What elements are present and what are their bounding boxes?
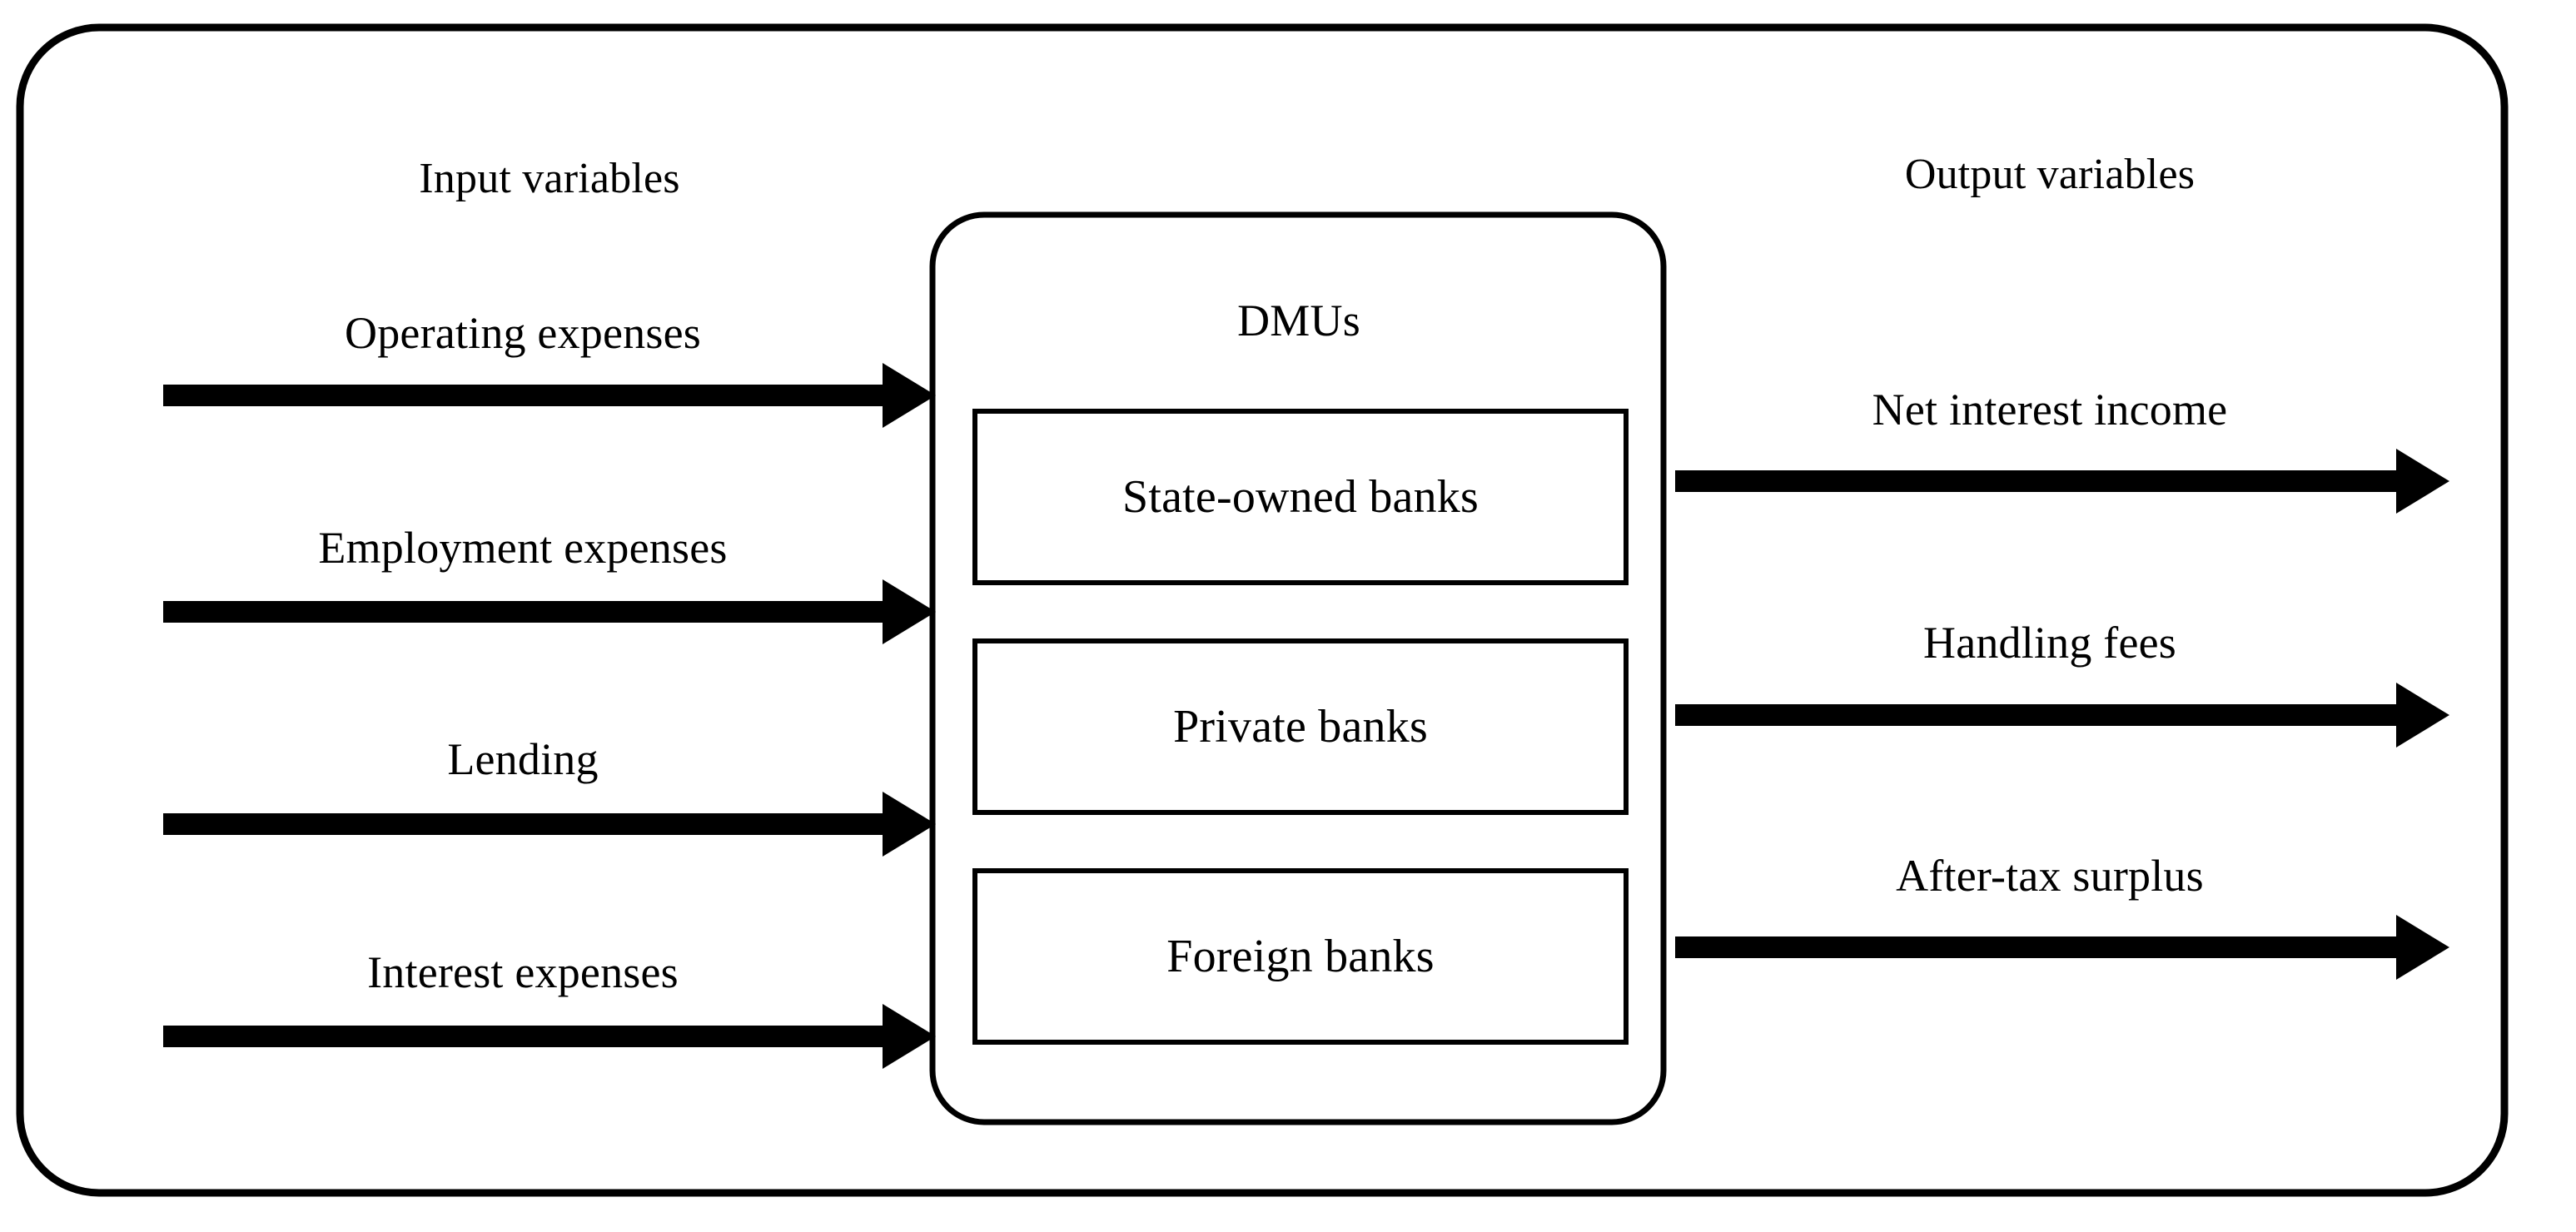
output-arrow-after-tax-surplus <box>1675 915 2449 980</box>
input-variables-heading: Input variables <box>419 155 680 202</box>
dmu-label-private-banks: Private banks <box>1173 701 1428 753</box>
input-label-employment-expenses: Employment expenses <box>318 523 728 573</box>
output-label-net-interest-income: Net interest income <box>1872 385 2228 435</box>
input-arrow-employment-expenses <box>163 579 936 644</box>
input-arrow-lending <box>163 792 936 857</box>
output-variables-heading: Output variables <box>1904 151 2196 198</box>
dmu-label-foreign-banks: Foreign banks <box>1166 931 1435 982</box>
output-arrow-handling-fees <box>1675 683 2449 748</box>
dmu-label-state-owned-banks: State-owned banks <box>1122 471 1479 523</box>
dmu-box-state-owned-banks[interactable] <box>972 409 1629 585</box>
dmu-box-foreign-banks[interactable] <box>972 868 1629 1045</box>
output-label-handling-fees: Handling fees <box>1922 618 2177 668</box>
input-label-interest-expenses: Interest expenses <box>367 947 679 997</box>
dmu-rounded-frame <box>929 211 1667 1125</box>
dmus-heading: DMUs <box>1237 296 1360 345</box>
output-arrow-net-interest-income <box>1675 449 2449 514</box>
input-arrow-interest-expenses <box>163 1004 936 1069</box>
dmu-box-private-banks[interactable] <box>972 638 1629 815</box>
input-label-lending: Lending <box>447 734 599 784</box>
input-label-operating-expenses: Operating expenses <box>345 308 701 358</box>
output-label-after-tax-surplus: After-tax surplus <box>1896 851 2204 901</box>
outer-rounded-frame <box>16 23 2509 1197</box>
input-arrow-operating-expenses <box>163 363 936 428</box>
